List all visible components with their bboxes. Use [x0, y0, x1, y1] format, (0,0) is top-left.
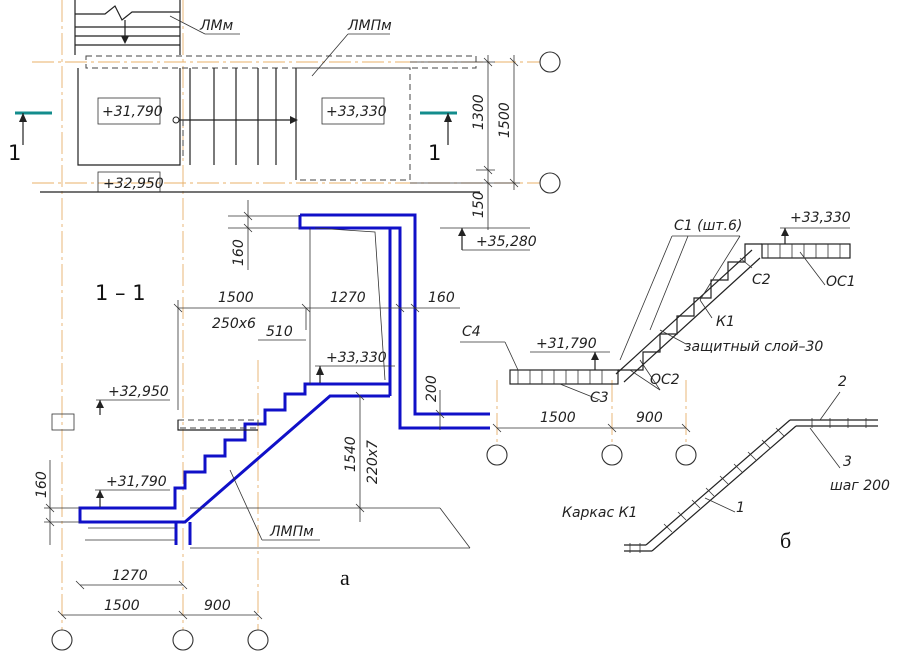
reinforcement-view [460, 227, 878, 553]
section-dim-900-bottom: 900 [204, 598, 231, 614]
rebar-oc1: ОС1 [826, 274, 856, 290]
frame-step: шаг 200 [830, 478, 890, 494]
frame-pos-3: 3 [843, 454, 852, 470]
section-dim-1540: 1540 [343, 436, 359, 472]
caption-a: а [340, 565, 350, 590]
frame-pos-2: 2 [838, 374, 847, 390]
rebar-elev-31790: +31,790 [536, 336, 597, 352]
plan-elev-left: +31,790 [102, 104, 163, 120]
rebar-c2: С2 [752, 272, 771, 288]
section-dim-200: 200 [424, 375, 440, 402]
rebar-k1: К1 [716, 314, 735, 330]
section-dim-250x6: 250х6 [212, 316, 256, 332]
section-mark-left: 1 [8, 141, 21, 165]
plan-labels: ЛМм ЛМПм +31,790 +33,330 +32,950 1300 15… [8, 18, 537, 250]
frame-label: Каркас К1 [562, 505, 637, 521]
plan-elev-top-right: +35,280 [476, 234, 537, 250]
section-elev-33330: +33,330 [326, 350, 387, 366]
section-dim-510: 510 [266, 324, 293, 340]
section-dim-220x7: 220х7 [365, 440, 381, 484]
reinforcement-labels: С1 (шт.6) +33,330 С2 ОС1 С4 +31,790 К1 з… [462, 210, 890, 553]
plan-dim-150: 150 [471, 191, 487, 218]
rebar-oc2: ОС2 [650, 372, 680, 388]
section-elev-32950: +32,950 [108, 384, 169, 400]
rebar-dim-900: 900 [636, 410, 663, 426]
rebar-elev-33330: +33,330 [790, 210, 851, 226]
section-dim-1270-top: 1270 [330, 290, 366, 306]
section-elev-31790: +31,790 [106, 474, 167, 490]
section-dim-1500-bottom: 1500 [104, 598, 140, 614]
plan-elev-right: +33,330 [326, 104, 387, 120]
section-label-lmpm: ЛМПм [269, 524, 314, 540]
section-labels: 1 – 1 160 1500 250х6 1270 160 510 +33,33… [34, 239, 455, 614]
plan-elev-bottom: +32,950 [103, 176, 164, 192]
section-view [44, 51, 561, 651]
section-title: 1 – 1 [95, 281, 146, 305]
rebar-c1: С1 (шт.6) [674, 218, 742, 234]
section-mark-right: 1 [428, 141, 441, 165]
section-dim-1500: 1500 [218, 290, 254, 306]
frame-pos-1: 1 [736, 500, 745, 516]
plan-label-lmpm: ЛМПм [347, 18, 392, 34]
caption-b: б [780, 528, 791, 553]
plan-view [15, 0, 530, 251]
axis-lines [32, 0, 687, 640]
plan-dim-1300: 1300 [471, 94, 487, 130]
section-dim-1270-bottom: 1270 [112, 568, 148, 584]
section-dim-160-right: 160 [428, 290, 455, 306]
rebar-cover: защитный слой–30 [684, 339, 823, 355]
plan-label-lmm: ЛМм [199, 18, 234, 34]
section-dim-160-top: 160 [231, 239, 247, 266]
rebar-dim-1500: 1500 [540, 410, 576, 426]
plan-dim-1500: 1500 [497, 102, 513, 138]
section-dim-160-left: 160 [34, 471, 50, 498]
rebar-c4: С4 [462, 324, 481, 340]
rebar-c3: С3 [590, 390, 609, 406]
